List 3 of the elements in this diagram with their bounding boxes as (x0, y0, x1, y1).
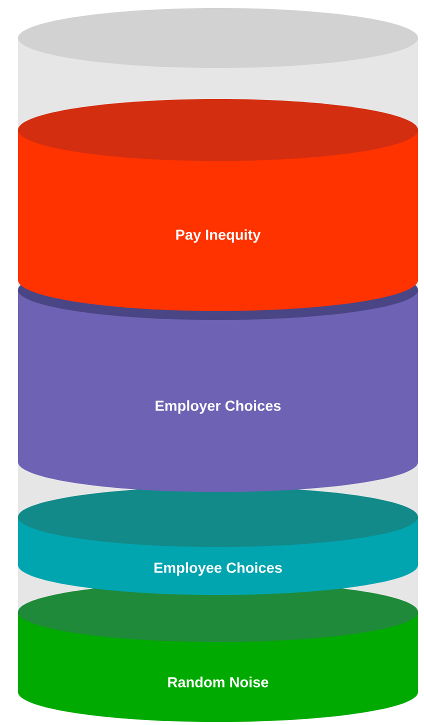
cylinder-segment: Employee Choices (18, 487, 418, 595)
cylinder-segment: Random Noise (18, 582, 418, 722)
cylinder-segment: Pay Inequity (18, 99, 418, 311)
